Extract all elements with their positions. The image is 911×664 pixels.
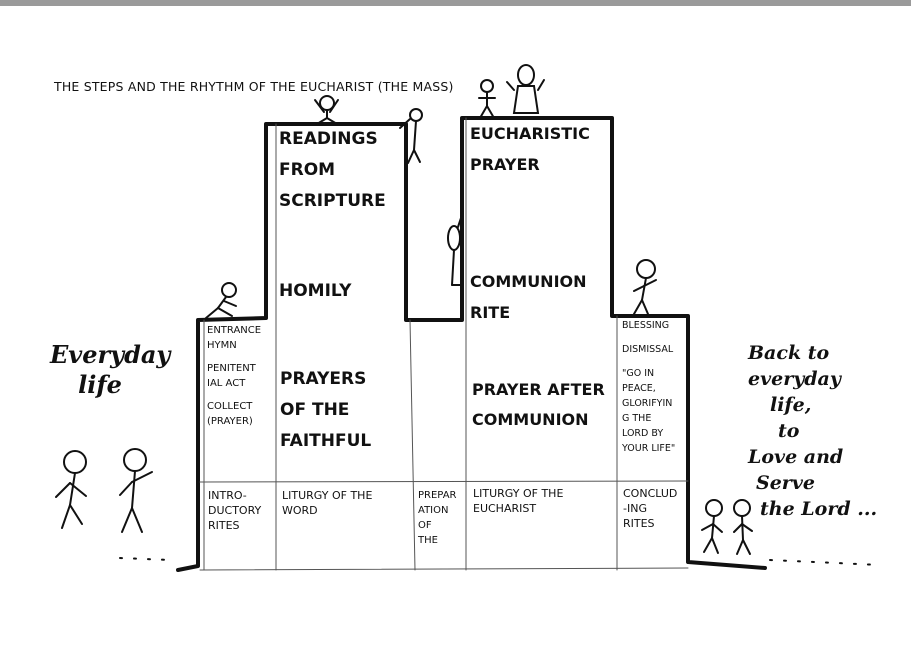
back-to-life-note: Back to everyday life, to Love and Serve… (748, 342, 878, 520)
prayers-of-faithful-label: PRAYERS OF THE FAITHFUL (280, 369, 372, 451)
concluding-items-list: BLESSING DISMISSAL "GO IN PEACE, GLORIFY… (622, 320, 676, 454)
dots-right (769, 559, 881, 566)
stick-figure-top-1 (314, 95, 339, 125)
stick-figure-robed (506, 64, 545, 114)
stick-figure-right-step (633, 259, 657, 315)
stick-figure-left-1 (55, 450, 87, 529)
stick-figure-left-2 (119, 448, 153, 533)
communion-rite-label: COMMUNION RITE (470, 272, 587, 322)
concluding-rites-label: CONCLUD -ING RITES (623, 487, 678, 530)
stick-figure-hanging (447, 211, 464, 286)
top-border (0, 0, 911, 6)
row-divider (199, 480, 689, 483)
diagram-title: THE STEPS AND THE RHYTHM OF THE EUCHARIS… (54, 79, 454, 94)
homily-label: HOMILY (279, 281, 352, 301)
stick-figure-top-2 (478, 79, 496, 119)
everyday-life-note: Everyday life (50, 340, 171, 399)
prayer-after-communion-label: PRAYER AFTER COMMUNION (472, 380, 605, 429)
steps-outline (176, 116, 767, 572)
divider-3 (409, 319, 416, 571)
entrance-rites-list: ENTRANCE HYMN PENITENT IAL ACT COLLECT (… (207, 325, 262, 427)
preparation-label: PREPAR ATION OF THE (418, 490, 457, 546)
bottom-line (199, 567, 689, 571)
introductory-rites-label: INTRO- DUCTORY RITES (208, 489, 262, 532)
eucharistic-prayer-label: EUCHARISTIC PRAYER (470, 124, 590, 174)
readings-label: READINGS FROM SCRIPTURE (279, 129, 386, 211)
stick-figure-climbing-1 (205, 282, 237, 319)
liturgy-of-word-label: LITURGY OF THE WORD (282, 489, 373, 517)
liturgy-of-eucharist-label: LITURGY OF THE EUCHARIST (473, 487, 564, 515)
stick-figure-right-2 (733, 499, 753, 555)
dots-left (119, 557, 171, 561)
stick-figure-jumping (399, 108, 423, 164)
stick-figure-right-1 (701, 499, 723, 554)
